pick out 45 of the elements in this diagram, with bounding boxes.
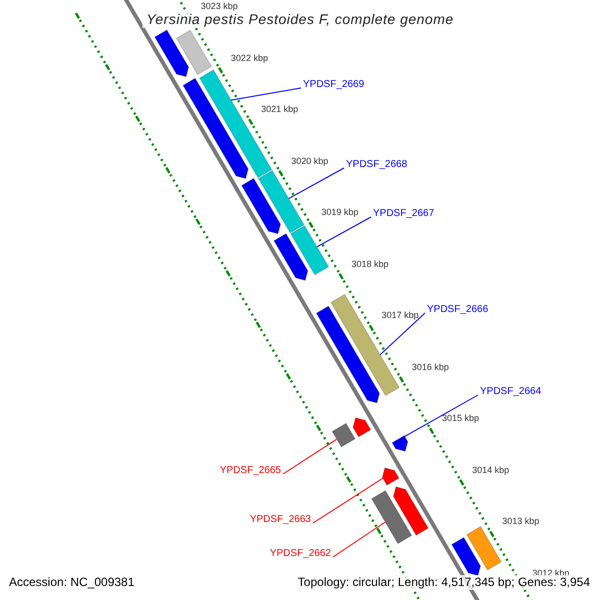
gene-feature: [241, 178, 281, 234]
gene-feature: [393, 486, 429, 536]
gene-feature: [332, 422, 356, 448]
gene-label: YPDSF_2663: [250, 513, 311, 527]
tick-label: 3014 kbp: [472, 464, 510, 476]
tick-label: 3012 kbp: [532, 568, 570, 578]
tick-label: 3017 kbp: [382, 310, 419, 322]
tick-label: 3020 kbp: [291, 156, 328, 167]
gene-feature: [290, 225, 330, 276]
gene-feature: [273, 233, 308, 281]
gene-feature: [392, 435, 408, 452]
gene-feature: [154, 29, 190, 78]
tick-label: 3016 kbp: [412, 362, 449, 373]
tick-label: 3013 kbp: [502, 516, 540, 528]
tick-label: 3022 kbp: [230, 52, 268, 64]
leader-line: [404, 394, 478, 437]
leader-line: [288, 168, 344, 200]
gene-feature: [258, 170, 305, 234]
gene-feature: [466, 526, 502, 571]
gene-label: YPDSF_2665: [220, 464, 281, 478]
tick-label: 3019 kbp: [321, 207, 358, 218]
leader-line: [230, 88, 302, 101]
tick-label: 3018 kbp: [352, 258, 389, 270]
info-text: Accession: NC_009381: [9, 575, 134, 590]
info-text: Topology: circular; Length: 4,517,345 bp; Genes: 3,954: [298, 575, 590, 590]
gene-feature: [451, 536, 481, 576]
gene-label: YPDSF_2669: [303, 78, 364, 92]
gene-label: YPDSF_2666: [427, 303, 488, 317]
gene-feature: [330, 294, 400, 396]
gene-feature: [182, 78, 249, 179]
gene-feature: [371, 490, 412, 544]
gene-feature: [176, 30, 212, 76]
tick-label: 3023 kbp: [200, 1, 238, 12]
tick-label: 3021 kbp: [261, 104, 298, 116]
leader-line: [332, 522, 386, 558]
tick-label: 3015 kbp: [442, 413, 480, 424]
gene-label: YPDSF_2667: [373, 207, 434, 221]
leader-line: [282, 438, 338, 474]
gene-feature: [382, 467, 400, 486]
gene-label: YPDSF_2668: [346, 158, 408, 172]
gene-label: YPDSF_2664: [480, 385, 542, 399]
gene-label: YPDSF_2662: [270, 547, 331, 561]
gene-feature: [316, 306, 380, 404]
leader-line: [312, 478, 384, 524]
gene-feature: [352, 417, 372, 438]
